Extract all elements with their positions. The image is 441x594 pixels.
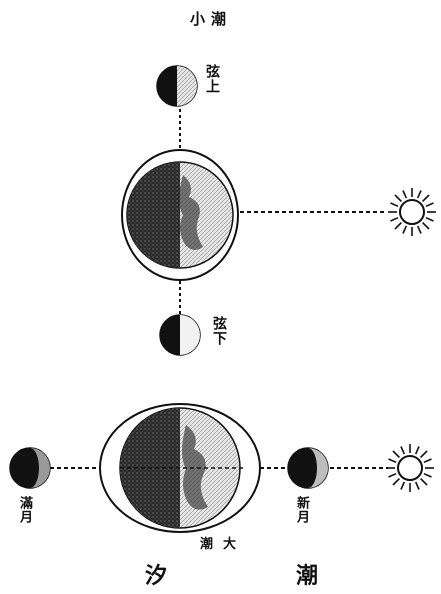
caption-left: 汐 — [145, 565, 167, 587]
neap-moon-bottom — [160, 315, 200, 355]
neap-moon-top-label: 弦上 — [205, 64, 219, 94]
neap-tide-group — [122, 66, 436, 355]
spring-tide-group — [10, 404, 434, 532]
spring-earth — [100, 404, 260, 532]
neap-moon-top — [157, 66, 197, 106]
spring-moon-right — [288, 448, 328, 488]
neap-moon-bottom-label: 弦下 — [212, 316, 226, 346]
spring-tide-title: 潮大 — [200, 538, 246, 551]
spring-moon-left-label: 滿月 — [18, 496, 31, 524]
neap-earth — [122, 150, 238, 280]
spring-sun-icon — [386, 444, 434, 492]
caption-right: 潮 — [296, 565, 318, 587]
spring-moon-left — [10, 448, 50, 488]
neap-tide-title: 潮小 — [190, 12, 232, 27]
neap-sun-icon — [388, 188, 436, 236]
spring-moon-right-label: 新月 — [295, 496, 308, 524]
